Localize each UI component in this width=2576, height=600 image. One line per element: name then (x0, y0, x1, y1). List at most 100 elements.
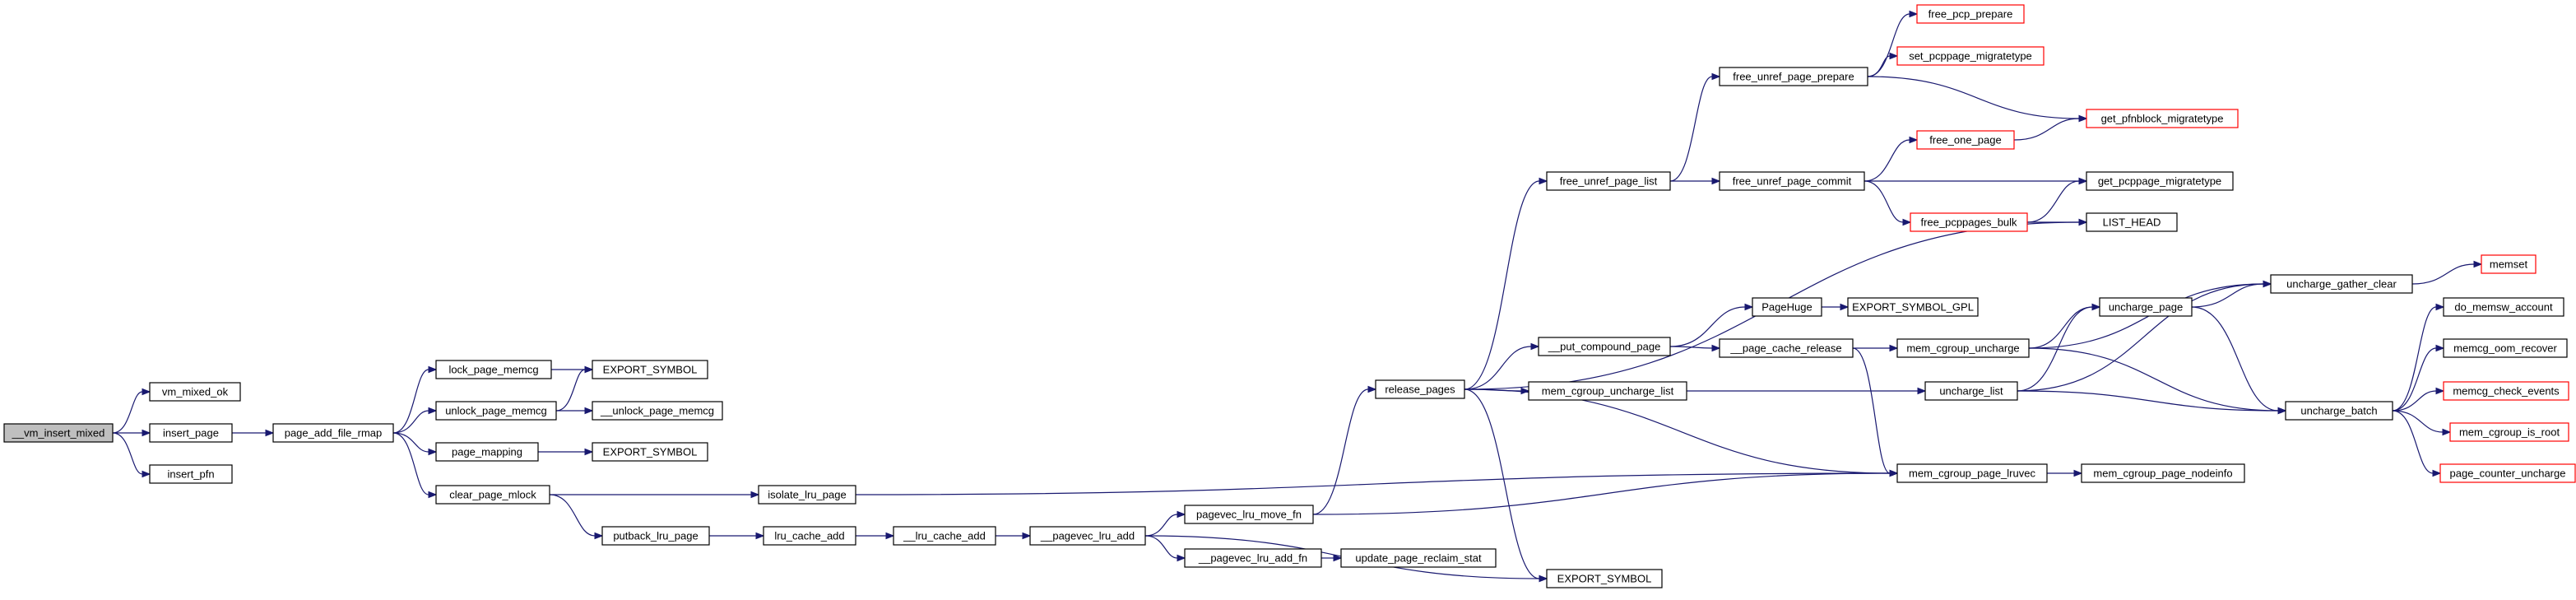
node-box[interactable] (435, 401, 557, 421)
node-page_counter_uncharge[interactable]: page_counter_uncharge (2439, 463, 2576, 483)
node-box[interactable] (2443, 381, 2569, 401)
node-box[interactable] (3, 423, 114, 443)
node-free_one_page[interactable]: free_one_page (1916, 130, 2015, 150)
node-box[interactable] (2443, 297, 2564, 317)
node-uncharge_page[interactable]: uncharge_page (2099, 297, 2193, 317)
node-free_pcp_prepare[interactable]: free_pcp_prepare (1916, 4, 2025, 24)
node-lock_page_memcg[interactable]: lock_page_memcg (435, 360, 552, 379)
node-box[interactable] (601, 526, 710, 546)
node-box[interactable] (2086, 212, 2178, 232)
node-box[interactable] (1184, 505, 1314, 524)
node-uncharge_gather_clear[interactable]: uncharge_gather_clear (2270, 274, 2413, 294)
node-box[interactable] (1719, 171, 1865, 191)
node-box[interactable] (893, 526, 996, 546)
node-box[interactable] (1546, 569, 1663, 588)
node-free_pcppages_bulk[interactable]: free_pcppages_bulk (1910, 212, 2028, 232)
node-set_pcppage_migratetype[interactable]: set_pcppage_migratetype (1896, 46, 2045, 66)
node-export_symbol_3[interactable]: EXPORT_SYMBOL (1546, 569, 1663, 588)
node-lru_cache_add[interactable]: lru_cache_add (763, 526, 856, 546)
node-box[interactable] (1029, 526, 1146, 546)
node-box[interactable] (2081, 463, 2245, 483)
node-memcg_check_events[interactable]: memcg_check_events (2443, 381, 2569, 401)
node-box[interactable] (2270, 274, 2413, 294)
node-box[interactable] (1916, 4, 2025, 24)
node-free_unref_page_list[interactable]: free_unref_page_list (1546, 171, 1671, 191)
node-box[interactable] (2443, 338, 2568, 358)
node-update_page_reclaim_stat[interactable]: update_page_reclaim_stat (1340, 548, 1497, 568)
node-box[interactable] (592, 401, 723, 421)
node-box[interactable] (1184, 548, 1322, 568)
node-get_pfnblock_migratetype[interactable]: get_pfnblock_migratetype (2086, 109, 2239, 128)
node-clear_page_mlock[interactable]: clear_page_mlock (435, 485, 550, 505)
node-box[interactable] (1528, 381, 1687, 401)
node-export_symbol_1[interactable]: EXPORT_SYMBOL (592, 360, 708, 379)
node-box[interactable] (1916, 130, 2015, 150)
node-box[interactable] (1546, 171, 1671, 191)
node-box[interactable] (1910, 212, 2028, 232)
node-unlock_page_memcg2[interactable]: __unlock_page_memcg (592, 401, 723, 421)
node-box[interactable] (592, 360, 708, 379)
node-isolate_lru_page[interactable]: isolate_lru_page (758, 485, 856, 505)
node-put_compound_page[interactable]: __put_compound_page (1538, 337, 1671, 356)
node-box[interactable] (1375, 379, 1465, 399)
node-uncharge_batch[interactable]: uncharge_batch (2285, 401, 2393, 421)
node-box[interactable] (758, 485, 856, 505)
node-lru_cache_add2[interactable]: __lru_cache_add (893, 526, 996, 546)
node-putback_lru_page[interactable]: putback_lru_page (601, 526, 710, 546)
node-box[interactable] (1752, 297, 1822, 317)
node-box[interactable] (1719, 67, 1868, 86)
node-export_symbol_gpl[interactable]: EXPORT_SYMBOL_GPL (1847, 297, 1979, 317)
node-pagevec_lru_add[interactable]: __pagevec_lru_add (1029, 526, 1146, 546)
node-box[interactable] (1719, 338, 1854, 358)
node-box[interactable] (1896, 463, 2048, 483)
node-unlock_page_memcg[interactable]: unlock_page_memcg (435, 401, 557, 421)
node-list_head[interactable]: LIST_HEAD (2086, 212, 2178, 232)
node-box[interactable] (592, 442, 708, 462)
node-box[interactable] (763, 526, 856, 546)
node-mem_cgroup_uncharge[interactable]: mem_cgroup_uncharge (1896, 338, 2030, 358)
node-box[interactable] (272, 423, 394, 443)
node-memcg_oom_recover[interactable]: memcg_oom_recover (2443, 338, 2568, 358)
node-box[interactable] (1538, 337, 1671, 356)
node-box[interactable] (435, 485, 550, 505)
node-vm_mixed_ok[interactable]: vm_mixed_ok (149, 382, 241, 402)
node-pagevec_lru_add_fn[interactable]: __pagevec_lru_add_fn (1184, 548, 1322, 568)
node-box[interactable] (435, 360, 552, 379)
node-mem_cgroup_uncharge_list[interactable]: mem_cgroup_uncharge_list (1528, 381, 1687, 401)
node-box[interactable] (1924, 381, 2018, 401)
node-page_cache_release[interactable]: __page_cache_release (1719, 338, 1854, 358)
node-box[interactable] (149, 423, 233, 443)
node-box[interactable] (1896, 46, 2045, 66)
node-box[interactable] (149, 382, 241, 402)
node-do_memsw_account[interactable]: do_memsw_account (2443, 297, 2564, 317)
node-mem_cgroup_is_root[interactable]: mem_cgroup_is_root (2449, 422, 2569, 442)
node-box[interactable] (2285, 401, 2393, 421)
node-get_pcppage_migratetype[interactable]: get_pcppage_migratetype (2086, 171, 2234, 191)
node-insert_page[interactable]: insert_page (149, 423, 233, 443)
node-pagehuge[interactable]: PageHuge (1752, 297, 1822, 317)
node-insert_pfn[interactable]: insert_pfn (149, 464, 233, 484)
node-page_add_file_rmap[interactable]: page_add_file_rmap (272, 423, 394, 443)
node-free_unref_page_commit[interactable]: free_unref_page_commit (1719, 171, 1865, 191)
node-box[interactable] (1896, 338, 2030, 358)
node-free_unref_page_prepare[interactable]: free_unref_page_prepare (1719, 67, 1868, 86)
node-pagevec_lru_move_fn[interactable]: pagevec_lru_move_fn (1184, 505, 1314, 524)
node-box[interactable] (2086, 171, 2234, 191)
node-mem_cgroup_page_lruvec[interactable]: mem_cgroup_page_lruvec (1896, 463, 2048, 483)
node-release_pages[interactable]: release_pages (1375, 379, 1465, 399)
node-page_mapping[interactable]: page_mapping (435, 442, 539, 462)
node-box[interactable] (435, 442, 539, 462)
node-box[interactable] (2481, 254, 2537, 274)
node-box[interactable] (2099, 297, 2193, 317)
node-export_symbol_2[interactable]: EXPORT_SYMBOL (592, 442, 708, 462)
node-box[interactable] (2086, 109, 2239, 128)
node-box[interactable] (1340, 548, 1497, 568)
node-memset[interactable]: memset (2481, 254, 2537, 274)
node-box[interactable] (1847, 297, 1979, 317)
node-mem_cgroup_page_nodeinfo[interactable]: mem_cgroup_page_nodeinfo (2081, 463, 2245, 483)
node-box[interactable] (2439, 463, 2576, 483)
node-box[interactable] (2449, 422, 2569, 442)
node-uncharge_list[interactable]: uncharge_list (1924, 381, 2018, 401)
node-vm_insert_mixed[interactable]: __vm_insert_mixed (3, 423, 114, 443)
node-box[interactable] (149, 464, 233, 484)
